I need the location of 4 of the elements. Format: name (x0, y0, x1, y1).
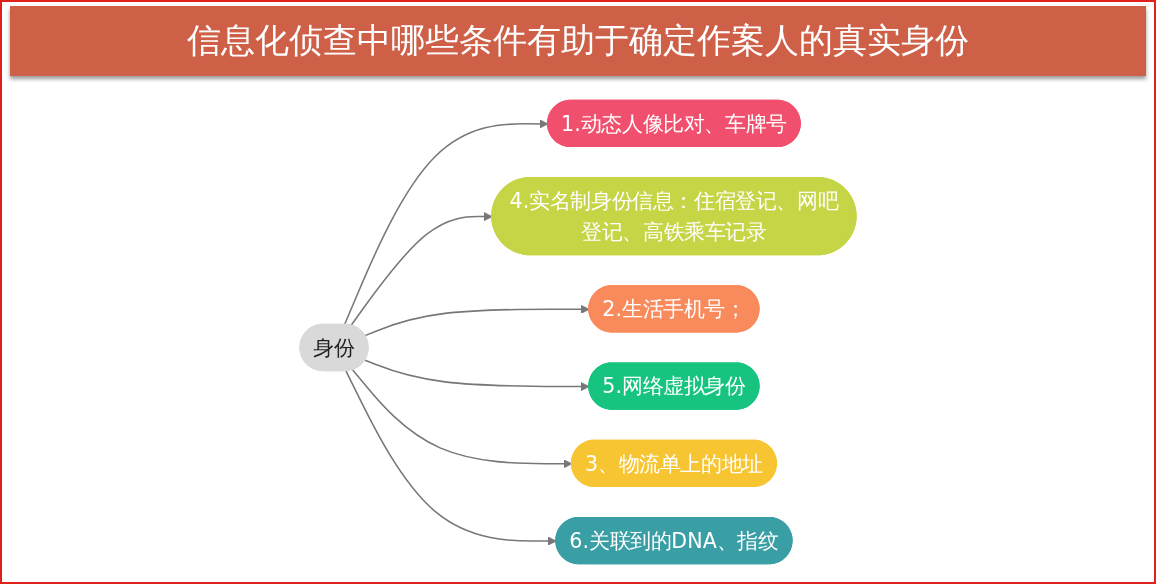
title-banner: 信息化侦查中哪些条件有助于确定作案人的真实身份 (10, 6, 1146, 76)
arrow (343, 119, 549, 326)
arrow (345, 370, 557, 546)
arrow (364, 304, 590, 337)
